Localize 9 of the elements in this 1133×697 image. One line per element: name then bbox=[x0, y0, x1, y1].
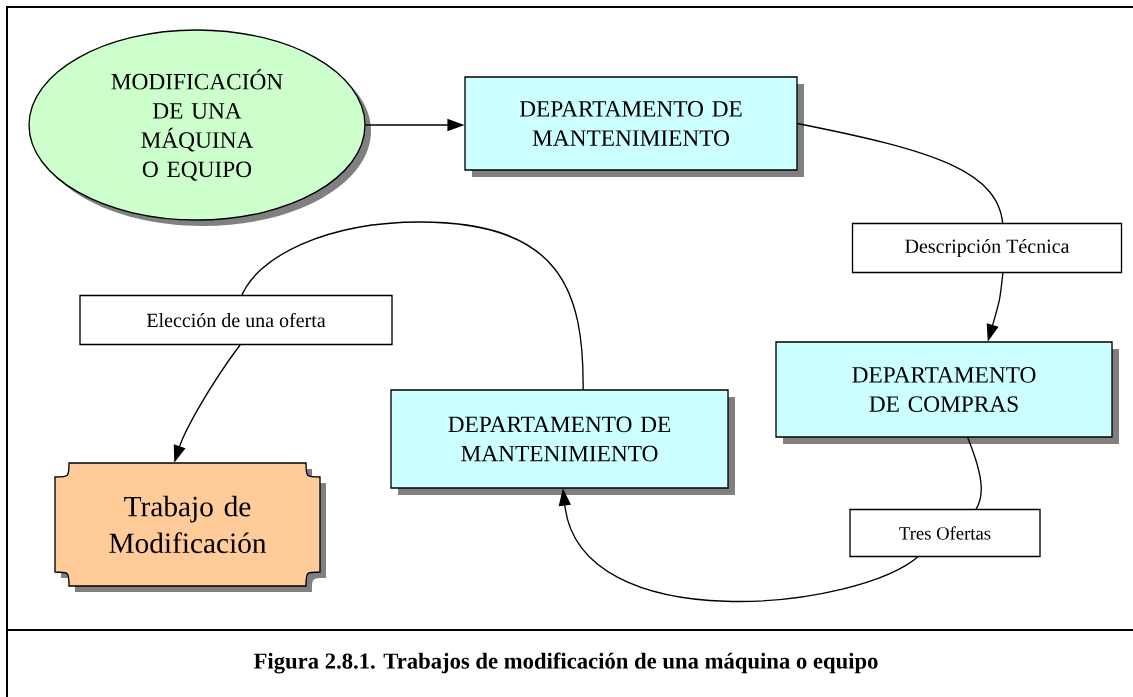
ellipse-node: MODIFICACIÓN DE UNA MÁQUINA O EQUIPO bbox=[28, 29, 371, 226]
process-box: DEPARTAMENTO DE COMPRAS bbox=[775, 341, 1119, 444]
process-box: DEPARTAMENTO DE MANTENIMIENTO bbox=[390, 389, 735, 495]
caption: Figura 2.8.1. Trabajos de modificación de una máquina o equipo bbox=[253, 652, 878, 674]
edge-label: Tres Ofertas bbox=[849, 508, 1041, 558]
edge-label: Descripción Técnica bbox=[851, 222, 1123, 274]
plaque-box: Trabajo de Modificación bbox=[54, 462, 326, 592]
edge-label: Elección de una oferta bbox=[79, 294, 393, 346]
process-box: DEPARTAMENTO DE MANTENIMIENTO bbox=[464, 76, 804, 177]
